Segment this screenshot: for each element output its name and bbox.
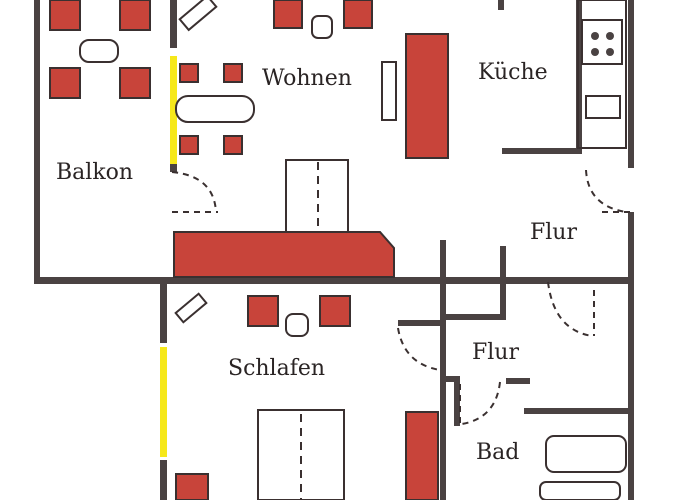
dining-chair-2 (223, 63, 243, 83)
balcony-table (79, 39, 119, 63)
bathtub (545, 435, 627, 473)
bedroom-furniture (174, 292, 439, 500)
kitchen-counter (577, 0, 627, 149)
room-label-kueche: Küche (478, 60, 548, 85)
wall-balcony-left (34, 0, 40, 283)
balcony-chair-1 (49, 0, 81, 31)
bath-sink (539, 481, 621, 500)
dining-chair-4 (223, 135, 243, 155)
wall-flur-box-left (440, 320, 446, 500)
door-bath-swing (459, 381, 501, 426)
bedroom-chair-2 (319, 295, 351, 327)
room-label-bad: Bad (476, 440, 520, 465)
room-label-balkon: Balkon (56, 160, 134, 185)
wall-bedroom-door-stub (398, 320, 442, 326)
wall-right-outer (628, 0, 634, 168)
armchair-2 (343, 0, 373, 29)
bedroom-dresser (174, 292, 208, 324)
wall-kitchen-bottom-right (628, 148, 634, 154)
bedroom-table (285, 313, 309, 337)
bedroom-nightstand (175, 473, 209, 500)
windows (160, 56, 177, 457)
wall-flur-h1 (446, 314, 506, 320)
doors (171, 169, 630, 426)
living-furniture (173, 0, 449, 278)
wall-right-outer-lower (628, 212, 634, 500)
wall-kitchen-bottom-left (502, 148, 582, 154)
window-living-balcony (170, 56, 177, 164)
door-kitchen-swing (585, 169, 630, 213)
wall-flur-vertical-2 (500, 246, 506, 284)
wall-bath-stub (506, 378, 530, 384)
balcony-chair-2 (119, 0, 151, 31)
bath-furniture (539, 435, 627, 500)
dining-chair-1 (179, 63, 199, 83)
wall-bedroom-left-lower (160, 460, 167, 500)
balcony-furniture (49, 0, 151, 99)
wall-living-left-lower (170, 160, 177, 172)
room-label-wohnen: Wohnen (262, 66, 352, 91)
kitchen-furniture (577, 0, 627, 149)
wall-bath-left-stub (446, 376, 460, 382)
balcony-chair-4 (119, 67, 151, 99)
room-label-flur-lower: Flur (472, 340, 519, 365)
door-balcony-swing (171, 171, 218, 213)
sink (585, 95, 621, 119)
burner-1-icon (591, 32, 599, 40)
sideboard (173, 231, 395, 278)
wall-horizontal-main (34, 277, 634, 284)
side-table (381, 61, 397, 121)
burner-3-icon (591, 48, 599, 56)
wall-bath-left-post (454, 376, 460, 426)
sofa (405, 33, 449, 159)
bedroom-chair-1 (247, 295, 279, 327)
wall-bath-top (524, 408, 630, 414)
wall-bedroom-left (160, 283, 167, 343)
room-label-schlafen: Schlafen (228, 356, 326, 381)
wall-kitchen-left (498, 0, 504, 10)
dining-chair-3 (179, 135, 199, 155)
wall-flur-h2 (500, 284, 506, 320)
door-flur-swing (547, 281, 595, 337)
bedroom-wardrobe (405, 411, 439, 500)
wall-living-left-upper (170, 0, 177, 48)
armchair-1 (273, 0, 303, 29)
window-bedroom (160, 347, 167, 457)
room-label-flur-upper: Flur (530, 220, 577, 245)
burner-4-icon (606, 48, 614, 56)
coffee-table (311, 15, 333, 39)
burner-2-icon (606, 32, 614, 40)
tv-stand (178, 0, 218, 32)
dining-table (175, 95, 255, 123)
stove (581, 19, 623, 65)
wall-flur-vertical-1 (440, 240, 446, 370)
balcony-chair-3 (49, 67, 81, 99)
door-bedroom-swing (397, 327, 441, 371)
